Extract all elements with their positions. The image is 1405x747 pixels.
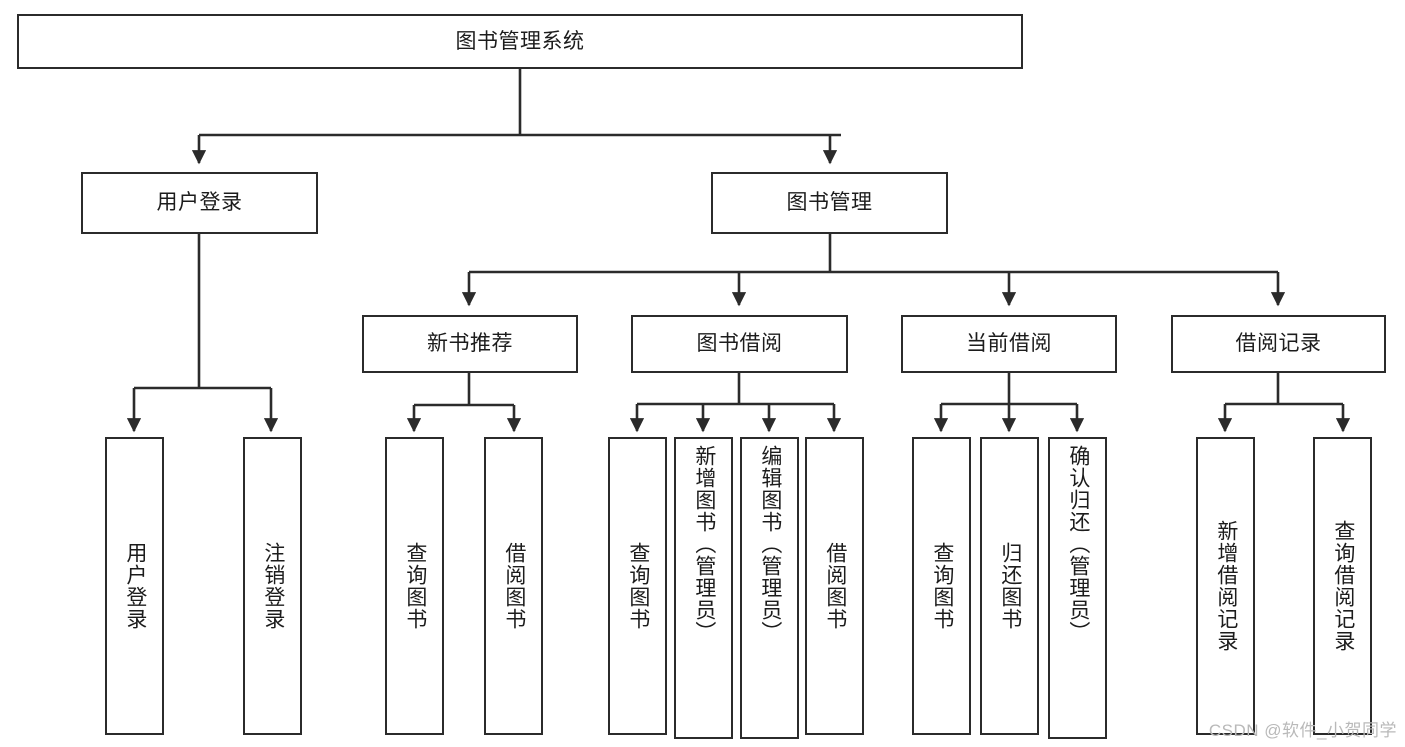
node-label: 借阅图书 [823,542,847,630]
leaf-user-login-logout[interactable]: 注销登录 [243,437,302,735]
node-book-management[interactable]: 图书管理 [711,172,948,234]
node-label: 查询借阅记录 [1331,520,1355,652]
node-label: 图书管理系统 [455,29,585,53]
watermark-text: CSDN @软件_小贺同学 [1208,721,1397,740]
leaf-borrow-borrow-book[interactable]: 借阅图书 [805,437,864,735]
node-label: 查询图书 [626,542,650,630]
node-book-borrow[interactable]: 图书借阅 [631,315,848,373]
node-borrow-record[interactable]: 借阅记录 [1171,315,1386,373]
leaf-current-confirm-return-admin[interactable]: 确认归还（管理员） [1048,437,1107,739]
node-label: 查询图书 [403,542,427,630]
node-current-borrow[interactable]: 当前借阅 [901,315,1117,373]
node-label: 用户登录 [156,191,243,215]
node-label: 用户登录 [123,542,147,630]
leaf-user-login-login[interactable]: 用户登录 [105,437,164,735]
node-label: 查询图书 [930,542,954,630]
node-root-system[interactable]: 图书管理系统 [17,14,1023,69]
node-label: 确认归还（管理员） [1066,445,1090,643]
leaf-record-query-record[interactable]: 查询借阅记录 [1313,437,1372,735]
node-label: 图书借阅 [696,332,783,356]
node-label: 新书推荐 [427,332,513,356]
node-label: 新增图书（管理员） [692,445,716,643]
node-user-login[interactable]: 用户登录 [81,172,318,234]
node-label: 归还图书 [998,542,1022,630]
leaf-borrow-add-book-admin[interactable]: 新增图书（管理员） [674,437,733,739]
leaf-record-add-record[interactable]: 新增借阅记录 [1196,437,1255,735]
node-new-book-recommend[interactable]: 新书推荐 [362,315,578,373]
node-label: 借阅图书 [502,542,526,630]
node-label: 新增借阅记录 [1214,520,1238,652]
leaf-current-return-book[interactable]: 归还图书 [980,437,1039,735]
leaf-recommend-borrow-book[interactable]: 借阅图书 [484,437,543,735]
node-label: 编辑图书（管理员） [758,445,782,643]
leaf-borrow-query-book[interactable]: 查询图书 [608,437,667,735]
node-label: 图书管理 [786,191,873,215]
node-label: 注销登录 [261,542,285,630]
leaf-borrow-edit-book-admin[interactable]: 编辑图书（管理员） [740,437,799,739]
leaf-recommend-query-book[interactable]: 查询图书 [385,437,444,735]
leaf-current-query-book[interactable]: 查询图书 [912,437,971,735]
node-label: 当前借阅 [966,332,1052,356]
node-label: 借阅记录 [1235,332,1322,356]
